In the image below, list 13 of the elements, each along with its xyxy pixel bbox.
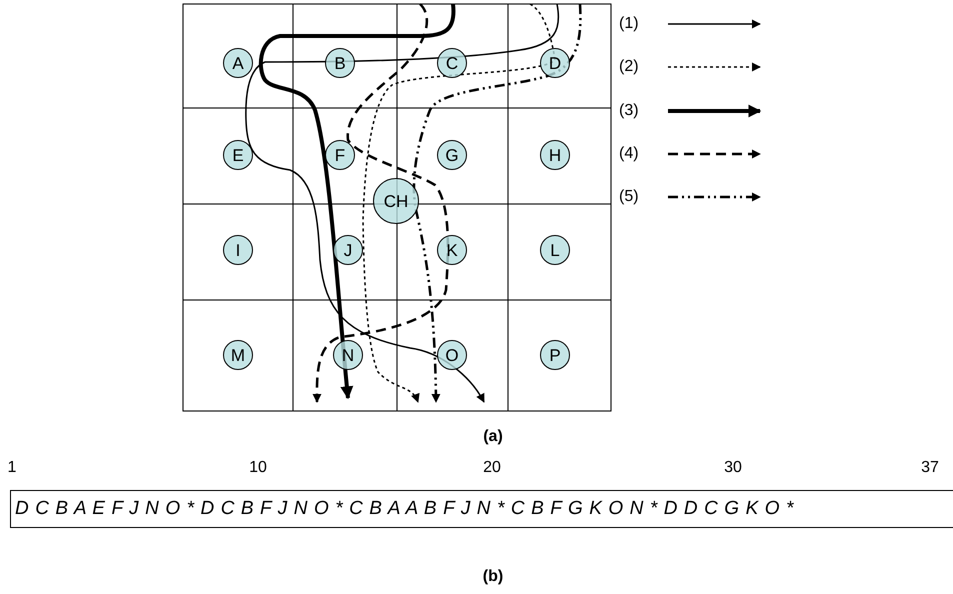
panel-label: (b) bbox=[482, 569, 504, 585]
panel-label: (a) bbox=[483, 429, 503, 445]
position-number: 37 bbox=[921, 460, 939, 476]
position-number: 30 bbox=[724, 460, 742, 476]
position-number: 20 bbox=[483, 460, 501, 476]
sequence-box: D C B A E F J N O * D C B F J N O * C B A A B F J N * C B F G K O N * D D C G K O * bbox=[10, 490, 953, 528]
legend-label: (5) bbox=[619, 189, 639, 205]
legend-label: (3) bbox=[619, 103, 639, 119]
position-number: 10 bbox=[249, 460, 267, 476]
legend-label: (1) bbox=[619, 16, 639, 32]
legend-label: (4) bbox=[619, 146, 639, 162]
position-number: 1 bbox=[8, 460, 16, 476]
legend-label: (2) bbox=[619, 59, 639, 75]
